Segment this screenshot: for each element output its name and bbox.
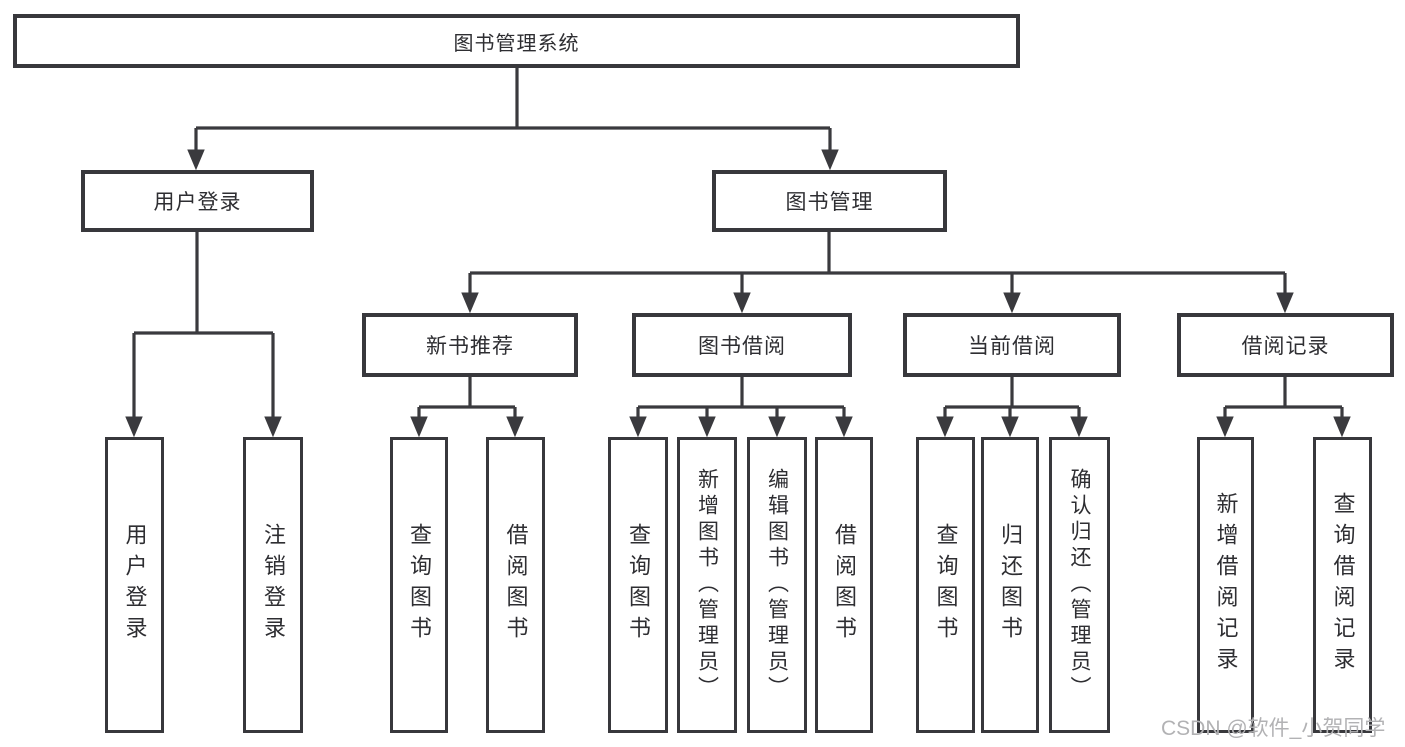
leaf-user-login-label: 用户登录 [122, 523, 148, 647]
leaf-query-book-recommend-label: 查询图书 [407, 523, 432, 647]
csdn-watermark: CSDN @软件_小贺同学 [1161, 717, 1386, 740]
node-new-book-recommend: 新书推荐 [362, 313, 578, 377]
edges-root-to-level2 [187, 68, 839, 171]
leaf-add-book-admin-label: 新增图书（管理员） [695, 468, 719, 702]
leaf-add-book-admin: 新增图书（管理员） [677, 437, 737, 733]
edges-bookborrow-to-leaves [629, 377, 853, 438]
leaf-edit-book-admin: 编辑图书（管理员） [747, 437, 807, 733]
node-library-system: 图书管理系统 [13, 14, 1020, 68]
leaf-query-borrow-record: 查询借阅记录 [1313, 437, 1372, 733]
leaf-logout-label: 注销登录 [261, 523, 286, 647]
leaf-query-book-current: 查询图书 [916, 437, 975, 733]
leaf-confirm-return-admin: 确认归还（管理员） [1049, 437, 1110, 733]
leaf-borrow-book-borrowing-label: 借阅图书 [832, 523, 857, 647]
leaf-confirm-return-admin-label: 确认归还（管理员） [1068, 468, 1091, 702]
leaf-query-book-borrowing-label: 查询图书 [626, 523, 651, 647]
leaf-borrow-book-recommend: 借阅图书 [486, 437, 545, 733]
edges-userlogin-to-leaves [125, 232, 282, 438]
leaf-return-book: 归还图书 [981, 437, 1039, 733]
leaf-query-book-recommend: 查询图书 [390, 437, 448, 733]
node-current-borrowing: 当前借阅 [903, 313, 1121, 377]
edges-newbookrec-to-leaves [410, 377, 524, 438]
leaf-add-borrow-record: 新增借阅记录 [1197, 437, 1254, 733]
leaf-logout: 注销登录 [243, 437, 303, 733]
leaf-borrow-book-recommend-label: 借阅图书 [503, 523, 529, 647]
node-borrowing-records: 借阅记录 [1177, 313, 1394, 377]
node-book-management: 图书管理 [712, 170, 947, 232]
leaf-query-book-current-label: 查询图书 [933, 523, 959, 647]
edges-borrowrecords-to-leaves [1216, 377, 1351, 438]
leaf-edit-book-admin-label: 编辑图书（管理员） [765, 468, 789, 702]
leaf-user-login: 用户登录 [105, 437, 164, 733]
leaf-query-borrow-record-label: 查询借阅记录 [1330, 492, 1356, 678]
leaf-borrow-book-borrowing: 借阅图书 [815, 437, 873, 733]
leaf-return-book-label: 归还图书 [998, 523, 1023, 647]
leaf-query-book-borrowing: 查询图书 [608, 437, 668, 733]
edges-bookmgmt-to-level3 [461, 232, 1294, 314]
leaf-add-borrow-record-label: 新增借阅记录 [1213, 492, 1239, 678]
node-book-borrowing: 图书借阅 [632, 313, 852, 377]
edges-currentborrow-to-leaves [936, 377, 1088, 438]
node-user-login: 用户登录 [81, 170, 314, 232]
